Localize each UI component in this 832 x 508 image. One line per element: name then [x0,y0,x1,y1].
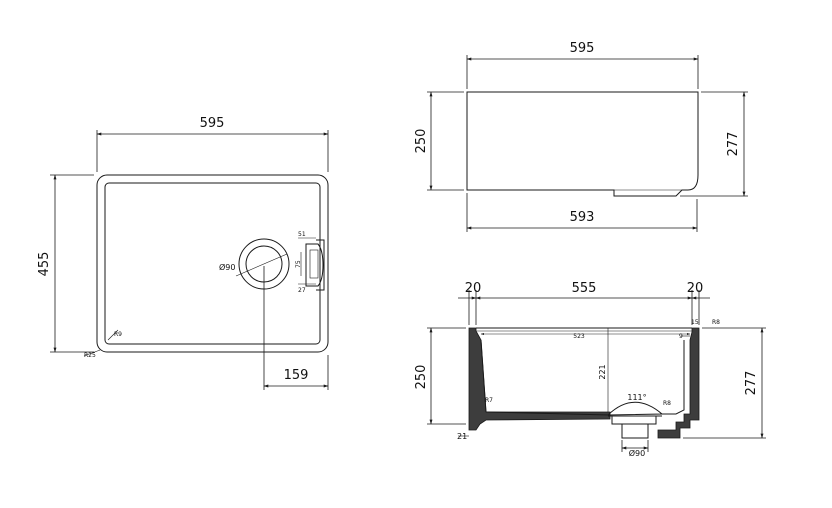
top-view-inner-bowl [104,182,321,345]
section-radius-drain-label: R8 [663,400,671,407]
section-left-height-label: 250 [414,365,429,390]
top-width-label: 595 [200,116,225,131]
section-right-height-label: 277 [744,371,759,396]
section-inner-width-label: 555 [572,281,597,296]
section-right-wall [657,327,700,439]
front-left-height-label: 250 [414,129,429,154]
drain-diameter-label: Ø90 [219,262,235,272]
front-top-width-label: 595 [570,41,595,56]
overflow-dim-a-label: 51 [298,231,306,238]
top-depth-label: 455 [37,252,52,277]
section-tiny-right-label: 15 [691,319,699,326]
corner-inner-radius-label: R9 [114,331,122,338]
front-view: 595 593 250 277 [414,41,748,232]
section-right-wall-label: 20 [687,281,704,296]
section-left-wall-label: 20 [465,281,482,296]
top-view: 595 455 159 Ø90 R9 R25 51 75 27 [37,116,329,390]
section-view: 20 555 20 250 277 523 221 111° Ø90 21 R7… [414,281,766,458]
corner-outer-radius-label: R25 [84,352,96,359]
top-offset-label: 159 [284,368,309,383]
front-right-height-label: 277 [726,132,741,157]
section-drain [606,401,664,439]
section-base-label: 21 [457,432,467,441]
front-bottom-width-label: 593 [570,210,595,225]
section-radius-left-label: R7 [485,397,493,404]
front-view-outline [466,91,699,197]
top-view-outline [96,174,329,353]
section-drain-angle-label: 111° [627,393,646,402]
overflow-dim-b-label: 75 [295,260,302,268]
section-drain-diameter-label: Ø90 [629,448,645,458]
section-inner-span-label: 523 [573,333,585,340]
section-radius-right-label: R8 [712,319,720,326]
overflow-dim-c-label: 27 [298,287,306,294]
section-tiny-inner-label: 9 [679,333,683,340]
overflow-detail [298,237,325,291]
section-inner-depth-label: 221 [598,364,607,379]
